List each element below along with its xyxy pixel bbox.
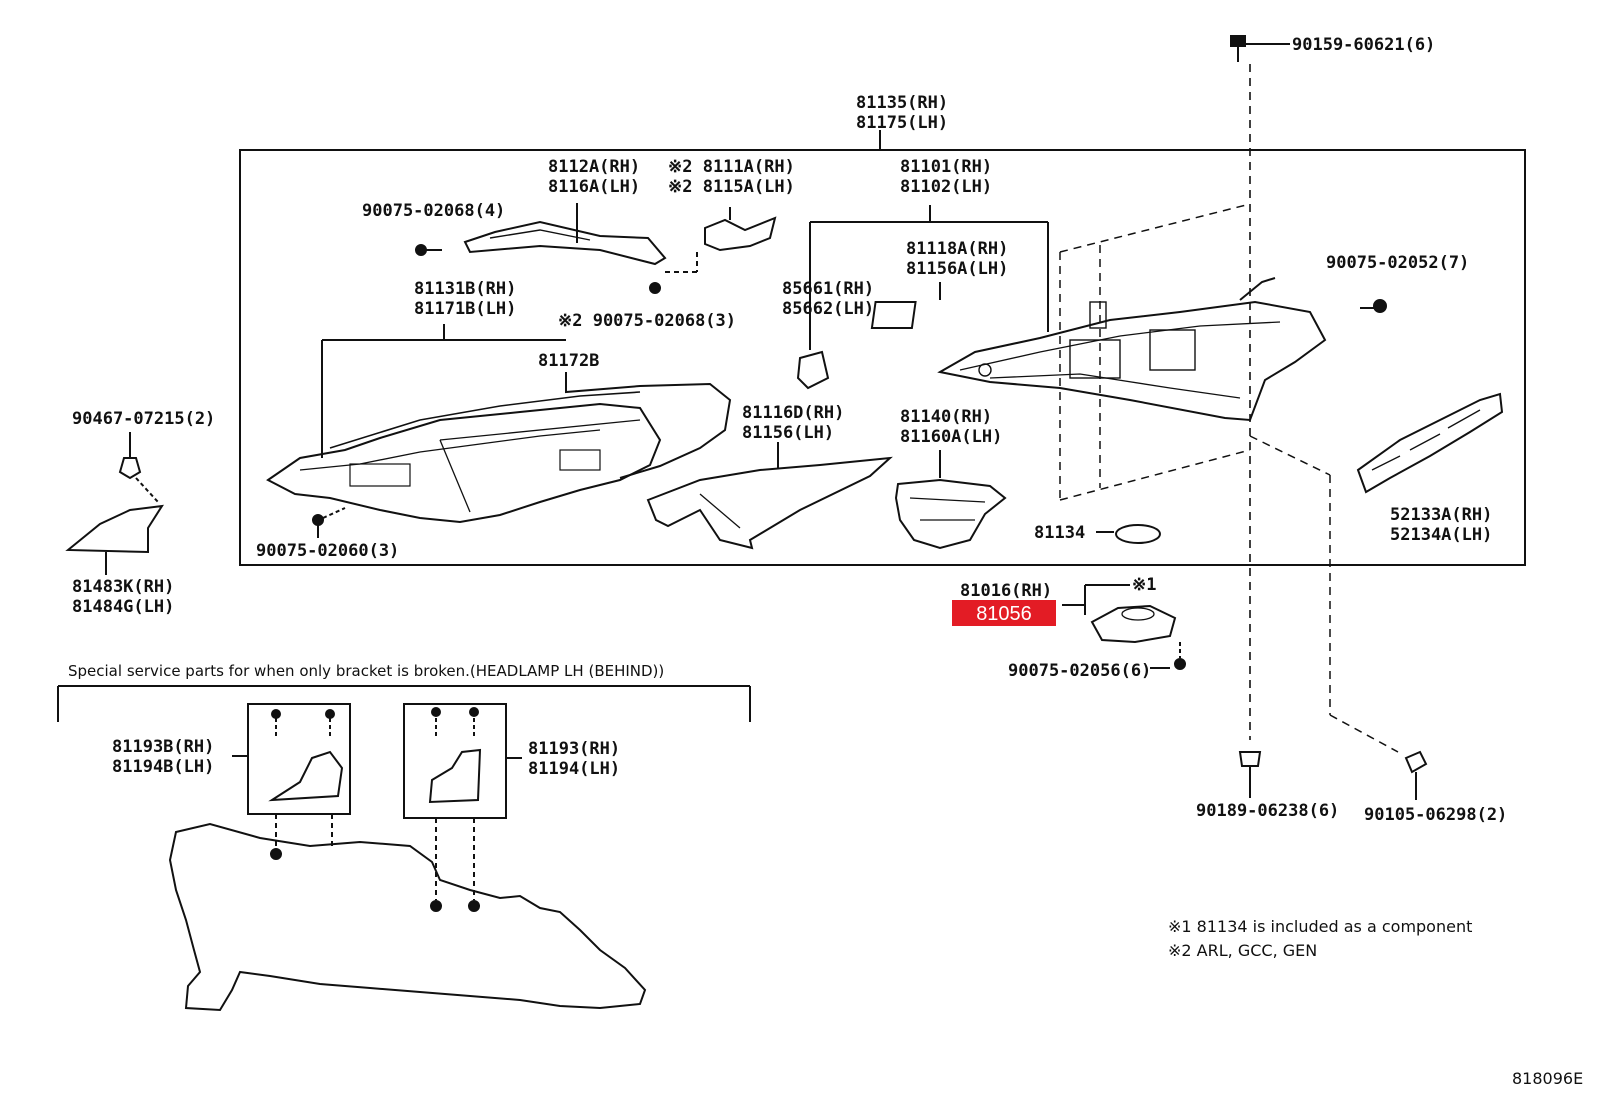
callout-8115a: ※2 8115A(LH)	[668, 177, 795, 197]
callout-90075-02068-3: ※2 90075-02068(3)	[558, 311, 736, 331]
part-90467-clip	[118, 432, 159, 503]
callout-81483k: 81483K(RH)	[72, 577, 174, 597]
part-52133a-bracket	[1356, 392, 1504, 494]
callout-81116d: 81116D(RH)	[742, 403, 844, 423]
part-81193-box	[403, 703, 522, 912]
part-81172b-gasket	[329, 372, 732, 479]
leader-81101	[809, 205, 1049, 350]
part-81116d-trim-strip	[646, 442, 893, 550]
bolt-90159	[1230, 35, 1290, 62]
callout-81101: 81101(RH)	[900, 157, 992, 177]
screw-90075-02052	[1360, 299, 1387, 313]
leader-81131b	[321, 324, 566, 458]
callout-90105: 90105-06298(2)	[1364, 805, 1507, 825]
screw-90075-02068-4	[415, 244, 442, 256]
part-81140-lamp-unit	[894, 450, 1007, 550]
callout-81194b: 81194B(LH)	[112, 757, 214, 777]
main-assembly-frame	[239, 149, 1526, 566]
callout-81131b: 81131B(RH)	[414, 279, 516, 299]
callout-81193: 81193(RH)	[528, 739, 620, 759]
diagram-id: 818096E	[1512, 1069, 1583, 1088]
callout-81172b: 81172B	[538, 351, 599, 371]
callout-90075-02052: 90075-02052(7)	[1326, 253, 1469, 273]
callout-90075-02060: 90075-02060(3)	[256, 541, 399, 561]
highlight-badge-text: 81056	[976, 603, 1032, 625]
part-81016-module	[1062, 584, 1186, 670]
bolt-90189	[1238, 751, 1262, 798]
callout-81194: 81194(LH)	[528, 759, 620, 779]
special-parts-heading: Special service parts for when only brac…	[68, 662, 664, 680]
part-81134-o-ring	[1096, 524, 1161, 544]
part-81131b-headlamp-lens	[266, 402, 662, 524]
highlight-badge	[952, 600, 1056, 626]
part-81193b-box	[232, 703, 351, 860]
callout-81160a: 81160A(LH)	[900, 427, 1002, 447]
callout-90159: 90159-60621(6)	[1292, 35, 1435, 55]
note-2: ※2 ARL, GCC, GEN	[1168, 941, 1317, 960]
callout-81102: 81102(LH)	[900, 177, 992, 197]
callout-mark-1: ※1	[1132, 575, 1156, 595]
callout-90189: 90189-06238(6)	[1196, 801, 1339, 821]
projection-dashes	[1059, 203, 1399, 753]
part-8112a-bracket	[463, 203, 667, 266]
callout-90075-02056: 90075-02056(6)	[1008, 661, 1151, 681]
callout-81134: 81134	[1034, 523, 1085, 543]
special-parts-bracket	[57, 685, 751, 722]
headlamp-lh-outline	[168, 822, 647, 1012]
callout-85662: 85662(LH)	[782, 299, 874, 319]
bolt-90105	[1404, 750, 1428, 800]
callout-81484g: 81484G(LH)	[72, 597, 174, 617]
callout-81016: 81016(RH)	[960, 581, 1052, 601]
callout-8112a: 8112A(RH)	[548, 157, 640, 177]
callout-8116a: 8116A(LH)	[548, 177, 640, 197]
screw-90075-02060	[312, 507, 346, 538]
callout-81175: 81175(LH)	[856, 113, 948, 133]
part-81483k-cover	[65, 504, 164, 575]
callout-52133a: 52133A(RH)	[1390, 505, 1492, 525]
note-1: ※1 81134 is included as a component	[1168, 917, 1472, 936]
part-85661-clip	[796, 350, 830, 390]
part-8111a-unit	[649, 207, 777, 294]
callout-81193b: 81193B(RH)	[112, 737, 214, 757]
part-81118a-module	[870, 282, 941, 329]
callout-85661: 85661(RH)	[782, 279, 874, 299]
callout-81171b: 81171B(LH)	[414, 299, 516, 319]
callout-81135: 81135(RH)	[856, 93, 948, 113]
callout-52134a: 52134A(LH)	[1390, 525, 1492, 545]
callout-90467: 90467-07215(2)	[72, 409, 215, 429]
callout-90075-02068-4: 90075-02068(4)	[362, 201, 505, 221]
callout-81156a: 81156A(LH)	[906, 259, 1008, 279]
callout-8111a: ※2 8111A(RH)	[668, 157, 795, 177]
callout-81118a: 81118A(RH)	[906, 239, 1008, 259]
callout-81140: 81140(RH)	[900, 407, 992, 427]
part-81101-rear-housing	[937, 277, 1327, 422]
callout-81156: 81156(LH)	[742, 423, 834, 443]
